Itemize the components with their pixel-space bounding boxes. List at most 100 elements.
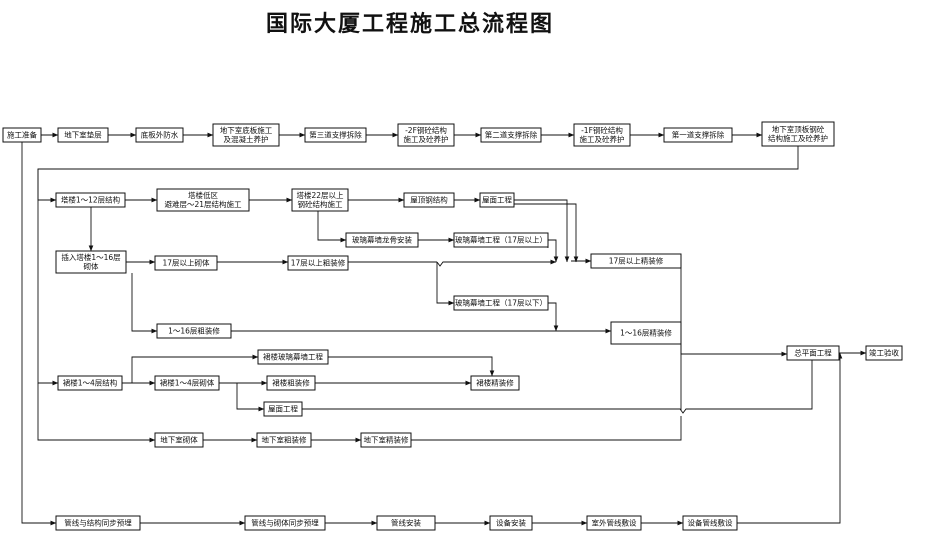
connector-arrow	[131, 273, 158, 334]
flow-node-n40: 室外管线敷设	[586, 515, 642, 531]
flow-node-box	[345, 232, 419, 248]
connector-arrow	[21, 142, 57, 526]
flow-node-box	[154, 432, 204, 448]
flow-node-box	[786, 345, 840, 361]
flow-node-n34: 地下室粗装修	[256, 432, 312, 448]
flow-node-n2: 地下室垫层	[57, 127, 109, 143]
flow-node-label: 施工准备	[7, 130, 37, 140]
connector-arrow	[436, 259, 557, 267]
flow-node-label: 施工及砼养护	[404, 134, 449, 144]
flow-node-n41: 设备管线敷设	[682, 515, 738, 531]
connector-arrow	[548, 239, 559, 263]
flow-node-label: 塔楼22层以上	[296, 190, 344, 200]
flow-node-label: 第三道支撑拆除	[309, 130, 362, 140]
flow-node-label: 及混凝土养护	[224, 134, 269, 144]
flow-node-n32: 屋面工程	[263, 401, 303, 417]
flow-node-box	[55, 192, 126, 208]
flow-node-box	[479, 192, 515, 208]
flow-node-label: 管线与砌体同步预埋	[251, 518, 319, 528]
flow-node-box	[304, 127, 367, 143]
connector-arrow	[436, 262, 455, 306]
flow-node-label: 17层以上粗装修	[291, 258, 346, 268]
flow-node-label: 地下室砌体	[160, 435, 198, 445]
flow-node-label: 设备安装	[496, 518, 526, 528]
flow-node-n29: 裙楼1～4层砌体	[154, 375, 220, 391]
flow-node-n30: 裙楼粗装修	[266, 375, 316, 391]
flow-node-label: 裙楼玻璃幕墙工程	[263, 352, 323, 362]
flow-node-label: 17层以上精装修	[609, 256, 664, 266]
connector-arrow	[514, 199, 570, 263]
flow-node-label: 室外管线敷设	[592, 518, 637, 528]
connector-arrow	[514, 203, 579, 263]
flow-node-label: 裙楼精装修	[476, 378, 514, 388]
flow-node-box	[480, 127, 542, 143]
flow-node-label: 屋面工程	[482, 196, 512, 205]
flow-node-label: 设备管线敷设	[688, 518, 733, 528]
flow-node-label: 屋面工程	[268, 405, 298, 414]
flow-node-label: 钢砼结构施工	[298, 199, 343, 209]
flow-node-label: 玻璃幕墙龙骨安装	[352, 235, 412, 245]
flow-node-n15: 屋面工程	[479, 192, 515, 208]
flow-node-box	[470, 375, 520, 391]
flow-node-label: 玻璃幕墙工程（17层以上）	[455, 235, 547, 245]
flow-node-label: -2F钢砼结构	[405, 125, 447, 135]
connector-arrow	[131, 354, 259, 383]
connector-lines	[21, 132, 867, 526]
flow-node-n17: 玻璃幕墙工程（17层以上）	[453, 232, 549, 248]
flow-node-box	[376, 515, 436, 531]
flow-node-label: 管线与结构同步预埋	[64, 518, 132, 528]
flow-node-n36: 管线与结构同步预埋	[55, 515, 141, 531]
flow-node-label: 施工及砼养护	[580, 134, 625, 144]
flow-node-box	[663, 127, 733, 143]
flow-node-label: 1～16层粗装修	[168, 326, 220, 336]
flow-node-n23: 1～16层粗装修	[156, 323, 232, 339]
flow-node-box	[57, 375, 123, 391]
flow-node-label: 地下室底板施工	[220, 125, 273, 135]
flow-node-n19: 17层以上砌体	[154, 255, 218, 271]
flow-node-label: 屋顶钢结构	[410, 195, 448, 205]
connector-arrow	[236, 383, 265, 412]
flow-node-n9: 第一道支撑拆除	[663, 127, 733, 143]
flow-node-box	[682, 515, 738, 531]
flow-node-box	[291, 188, 349, 212]
flow-node-label: 1～16层精装修	[620, 328, 672, 338]
flow-node-box	[610, 321, 682, 345]
flow-node-box	[55, 250, 127, 274]
flow-node-box	[257, 349, 329, 365]
flow-node-label: 地下室粗装修	[262, 435, 307, 445]
flow-node-label: 地下室垫层	[64, 130, 102, 140]
flow-node-box	[55, 515, 141, 531]
flow-node-box	[573, 123, 631, 147]
connector-arrow	[328, 356, 495, 377]
flow-node-n3: 底板外防水	[135, 127, 184, 143]
connector-arrow	[737, 352, 843, 524]
flow-node-label: 总平面工程	[794, 348, 832, 358]
connector-arrow	[302, 353, 815, 414]
flow-node-box	[590, 253, 682, 269]
flow-node-label: 塔楼1～12层结构	[61, 195, 121, 205]
flow-node-n37: 管线与砌体同步预埋	[244, 515, 326, 531]
flow-node-n35: 地下室精装修	[360, 432, 412, 448]
flow-node-n16: 玻璃幕墙龙骨安装	[345, 232, 419, 248]
flow-node-box	[135, 127, 184, 143]
flow-node-label: 裙楼1～4层砌体	[160, 378, 215, 388]
flow-node-label: 裙楼粗装修	[272, 378, 310, 388]
chart-title: 国际大厦工程施工总流程图	[265, 11, 554, 37]
flow-node-box	[397, 123, 455, 147]
flow-node-box	[453, 295, 549, 311]
flow-node-n7: 第二道支撑拆除	[480, 127, 542, 143]
flow-node-label: 竣工验收	[869, 348, 899, 358]
flow-node-label: 第一道支撑拆除	[672, 130, 725, 140]
flow-node-label: 结构施工及砼养护	[768, 133, 828, 143]
flow-node-label: 砌体	[84, 261, 99, 271]
flow-node-box	[586, 515, 642, 531]
flow-node-n1: 施工准备	[2, 127, 42, 143]
flow-node-box	[360, 432, 412, 448]
flow-node-n38: 管线安装	[376, 515, 436, 531]
flow-node-label: 17层以上砌体	[162, 258, 210, 268]
